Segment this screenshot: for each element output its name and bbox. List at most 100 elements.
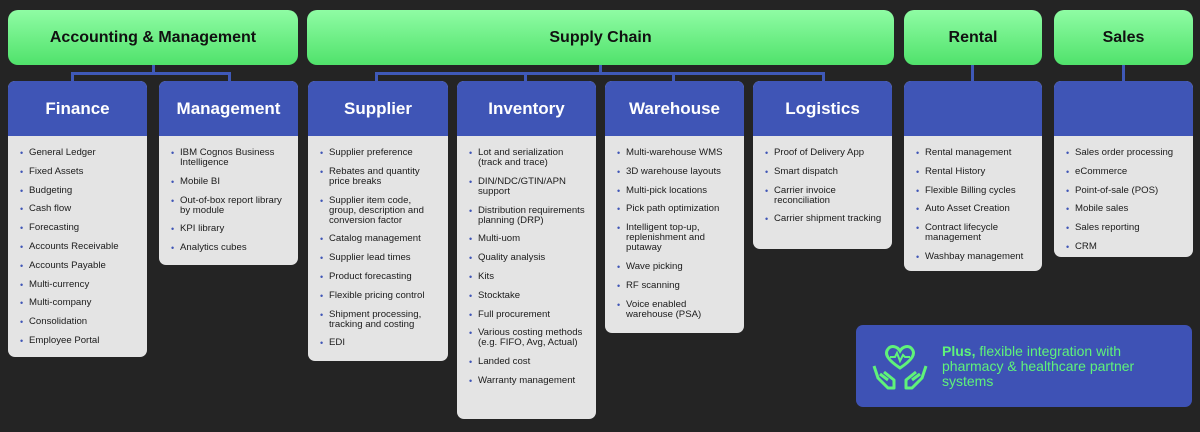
list-item: Point-of-sale (POS) xyxy=(1066,185,1183,196)
list-item: Proof of Delivery App xyxy=(765,148,882,159)
list-item: Multi-warehouse WMS xyxy=(617,148,734,159)
list-item: Multi-uom xyxy=(469,234,586,245)
finance-list: General LedgerFixed AssetsBudgetingCash … xyxy=(8,136,147,357)
inventory-header: Inventory xyxy=(457,81,596,136)
finance-column: Finance General LedgerFixed AssetsBudget… xyxy=(8,81,147,357)
list-item: Contract lifecycle management xyxy=(916,223,1032,243)
list-item: EDI xyxy=(320,338,438,349)
list-item: Intelligent top-up, replenishment and pu… xyxy=(617,223,734,253)
list-item: Catalog management xyxy=(320,234,438,245)
list-item: Warranty management xyxy=(469,375,586,386)
list-item: Multi-pick locations xyxy=(617,185,734,196)
group-sales: Sales xyxy=(1054,10,1193,65)
list-item: Consolidation xyxy=(20,317,137,328)
sales-column: Sales order processing eCommercePoint-of-… xyxy=(1054,81,1193,257)
list-item: Auto Asset Creation xyxy=(916,204,1032,215)
list-item: Multi-currency xyxy=(20,279,137,290)
list-item: CRM xyxy=(1066,241,1183,252)
list-item: Carrier shipment tracking xyxy=(765,214,882,225)
integration-bold: Plus, xyxy=(942,342,976,359)
connector-warehouse xyxy=(672,72,675,82)
list-item: Shipment processing, tracking and costin… xyxy=(320,309,438,330)
rental-column: Rental managementRental HistoryFlexible … xyxy=(904,81,1042,271)
list-item: Landed cost xyxy=(469,357,586,368)
list-item: Distribution requirements planning (DRP) xyxy=(469,205,586,226)
logistics-list: Proof of Delivery AppSmart dispatchCarri… xyxy=(753,136,892,239)
connector-finance xyxy=(71,72,74,82)
connector-management xyxy=(228,72,231,82)
list-item: eCommerce xyxy=(1066,166,1183,177)
connector-rental xyxy=(971,65,974,82)
integration-callout: Plus, flexible integration with pharmacy… xyxy=(856,325,1192,407)
list-item: Pick path optimization xyxy=(617,204,734,215)
list-item: Sales reporting xyxy=(1066,223,1183,234)
list-item: Employee Portal xyxy=(20,335,137,346)
connector-sales xyxy=(1122,65,1125,82)
connector-supply-bar xyxy=(375,72,825,75)
list-item: Kits xyxy=(469,271,586,282)
connector-accounting-bar xyxy=(71,72,231,75)
list-item: Sales order processing xyxy=(1066,148,1183,159)
list-item: Forecasting xyxy=(20,223,137,234)
rental-header xyxy=(904,81,1042,136)
connector-logistics xyxy=(822,72,825,82)
connector-supply-stem xyxy=(599,65,602,73)
list-item: Cash flow xyxy=(20,204,137,215)
list-item: Analytics cubes xyxy=(171,243,288,254)
rental-list: Rental managementRental HistoryFlexible … xyxy=(904,136,1042,271)
list-item: Carrier invoice reconciliation xyxy=(765,185,882,206)
list-item: Flexible pricing control xyxy=(320,290,438,301)
supplier-column: Supplier Supplier preferenceRebates and … xyxy=(308,81,448,361)
list-item: Multi-company xyxy=(20,298,137,309)
sales-list: Sales order processing eCommercePoint-of-… xyxy=(1054,136,1193,257)
management-column: Management IBM Cognos Business Intellige… xyxy=(159,81,298,265)
list-item: Supplier preference xyxy=(320,148,438,159)
warehouse-column: Warehouse Multi-warehouse WMS 3D warehous… xyxy=(605,81,744,333)
list-item: KPI library xyxy=(171,224,288,235)
list-item: Budgeting xyxy=(20,185,137,196)
list-item: 3D warehouse layouts xyxy=(617,166,734,177)
list-item: Supplier lead times xyxy=(320,253,438,264)
group-supply-chain: Supply Chain xyxy=(307,10,894,65)
list-item: Rebates and quantity price breaks xyxy=(320,166,438,187)
group-accounting-management: Accounting & Management xyxy=(8,10,298,65)
list-item: Mobile sales xyxy=(1066,204,1183,215)
list-item: Supplier item code, group, description a… xyxy=(320,195,438,226)
list-item: Full procurement xyxy=(469,309,586,320)
sales-header xyxy=(1054,81,1193,136)
list-item: IBM Cognos Business Intelligence xyxy=(171,148,288,168)
list-item: Wave picking xyxy=(617,261,734,272)
list-item: Rental management xyxy=(916,148,1032,159)
list-item: Rental History xyxy=(916,166,1032,177)
logistics-column: Logistics Proof of Delivery AppSmart dis… xyxy=(753,81,892,249)
integration-text: Plus, flexible integration with pharmacy… xyxy=(942,342,1182,389)
list-item: Accounts Payable xyxy=(20,260,137,271)
inventory-column: Inventory Lot and serialization (track a… xyxy=(457,81,596,419)
connector-supplier xyxy=(375,72,378,82)
list-item: Accounts Receivable xyxy=(20,241,137,252)
list-item: Lot and serialization (track and trace) xyxy=(469,148,586,168)
integration-body: flexible integration with pharmacy & hea… xyxy=(942,342,1135,389)
supplier-header: Supplier xyxy=(308,81,448,136)
warehouse-list: Multi-warehouse WMS 3D warehouse layoutsM… xyxy=(605,136,744,333)
list-item: Out-of-box report library by module xyxy=(171,195,288,216)
management-header: Management xyxy=(159,81,298,136)
list-item: Product forecasting xyxy=(320,271,438,282)
management-list: IBM Cognos Business IntelligenceMobile B… xyxy=(159,136,298,265)
list-item: Flexible Billing cycles xyxy=(916,185,1032,196)
heart-hands-icon xyxy=(870,338,930,394)
list-item: Quality analysis xyxy=(469,253,586,264)
list-item: Various costing methods (e.g. FIFO, Avg,… xyxy=(469,328,586,348)
group-rental: Rental xyxy=(904,10,1042,65)
list-item: Washbay management xyxy=(916,251,1032,262)
list-item: General Ledger xyxy=(20,148,137,159)
connector-inventory xyxy=(524,72,527,82)
list-item: Smart dispatch xyxy=(765,166,882,177)
list-item: RF scanning xyxy=(617,280,734,291)
warehouse-header: Warehouse xyxy=(605,81,744,136)
list-item: Fixed Assets xyxy=(20,166,137,177)
connector-accounting-stem xyxy=(152,65,155,73)
list-item: Stocktake xyxy=(469,290,586,301)
list-item: Voice enabled warehouse (PSA) xyxy=(617,299,734,320)
finance-header: Finance xyxy=(8,81,147,136)
